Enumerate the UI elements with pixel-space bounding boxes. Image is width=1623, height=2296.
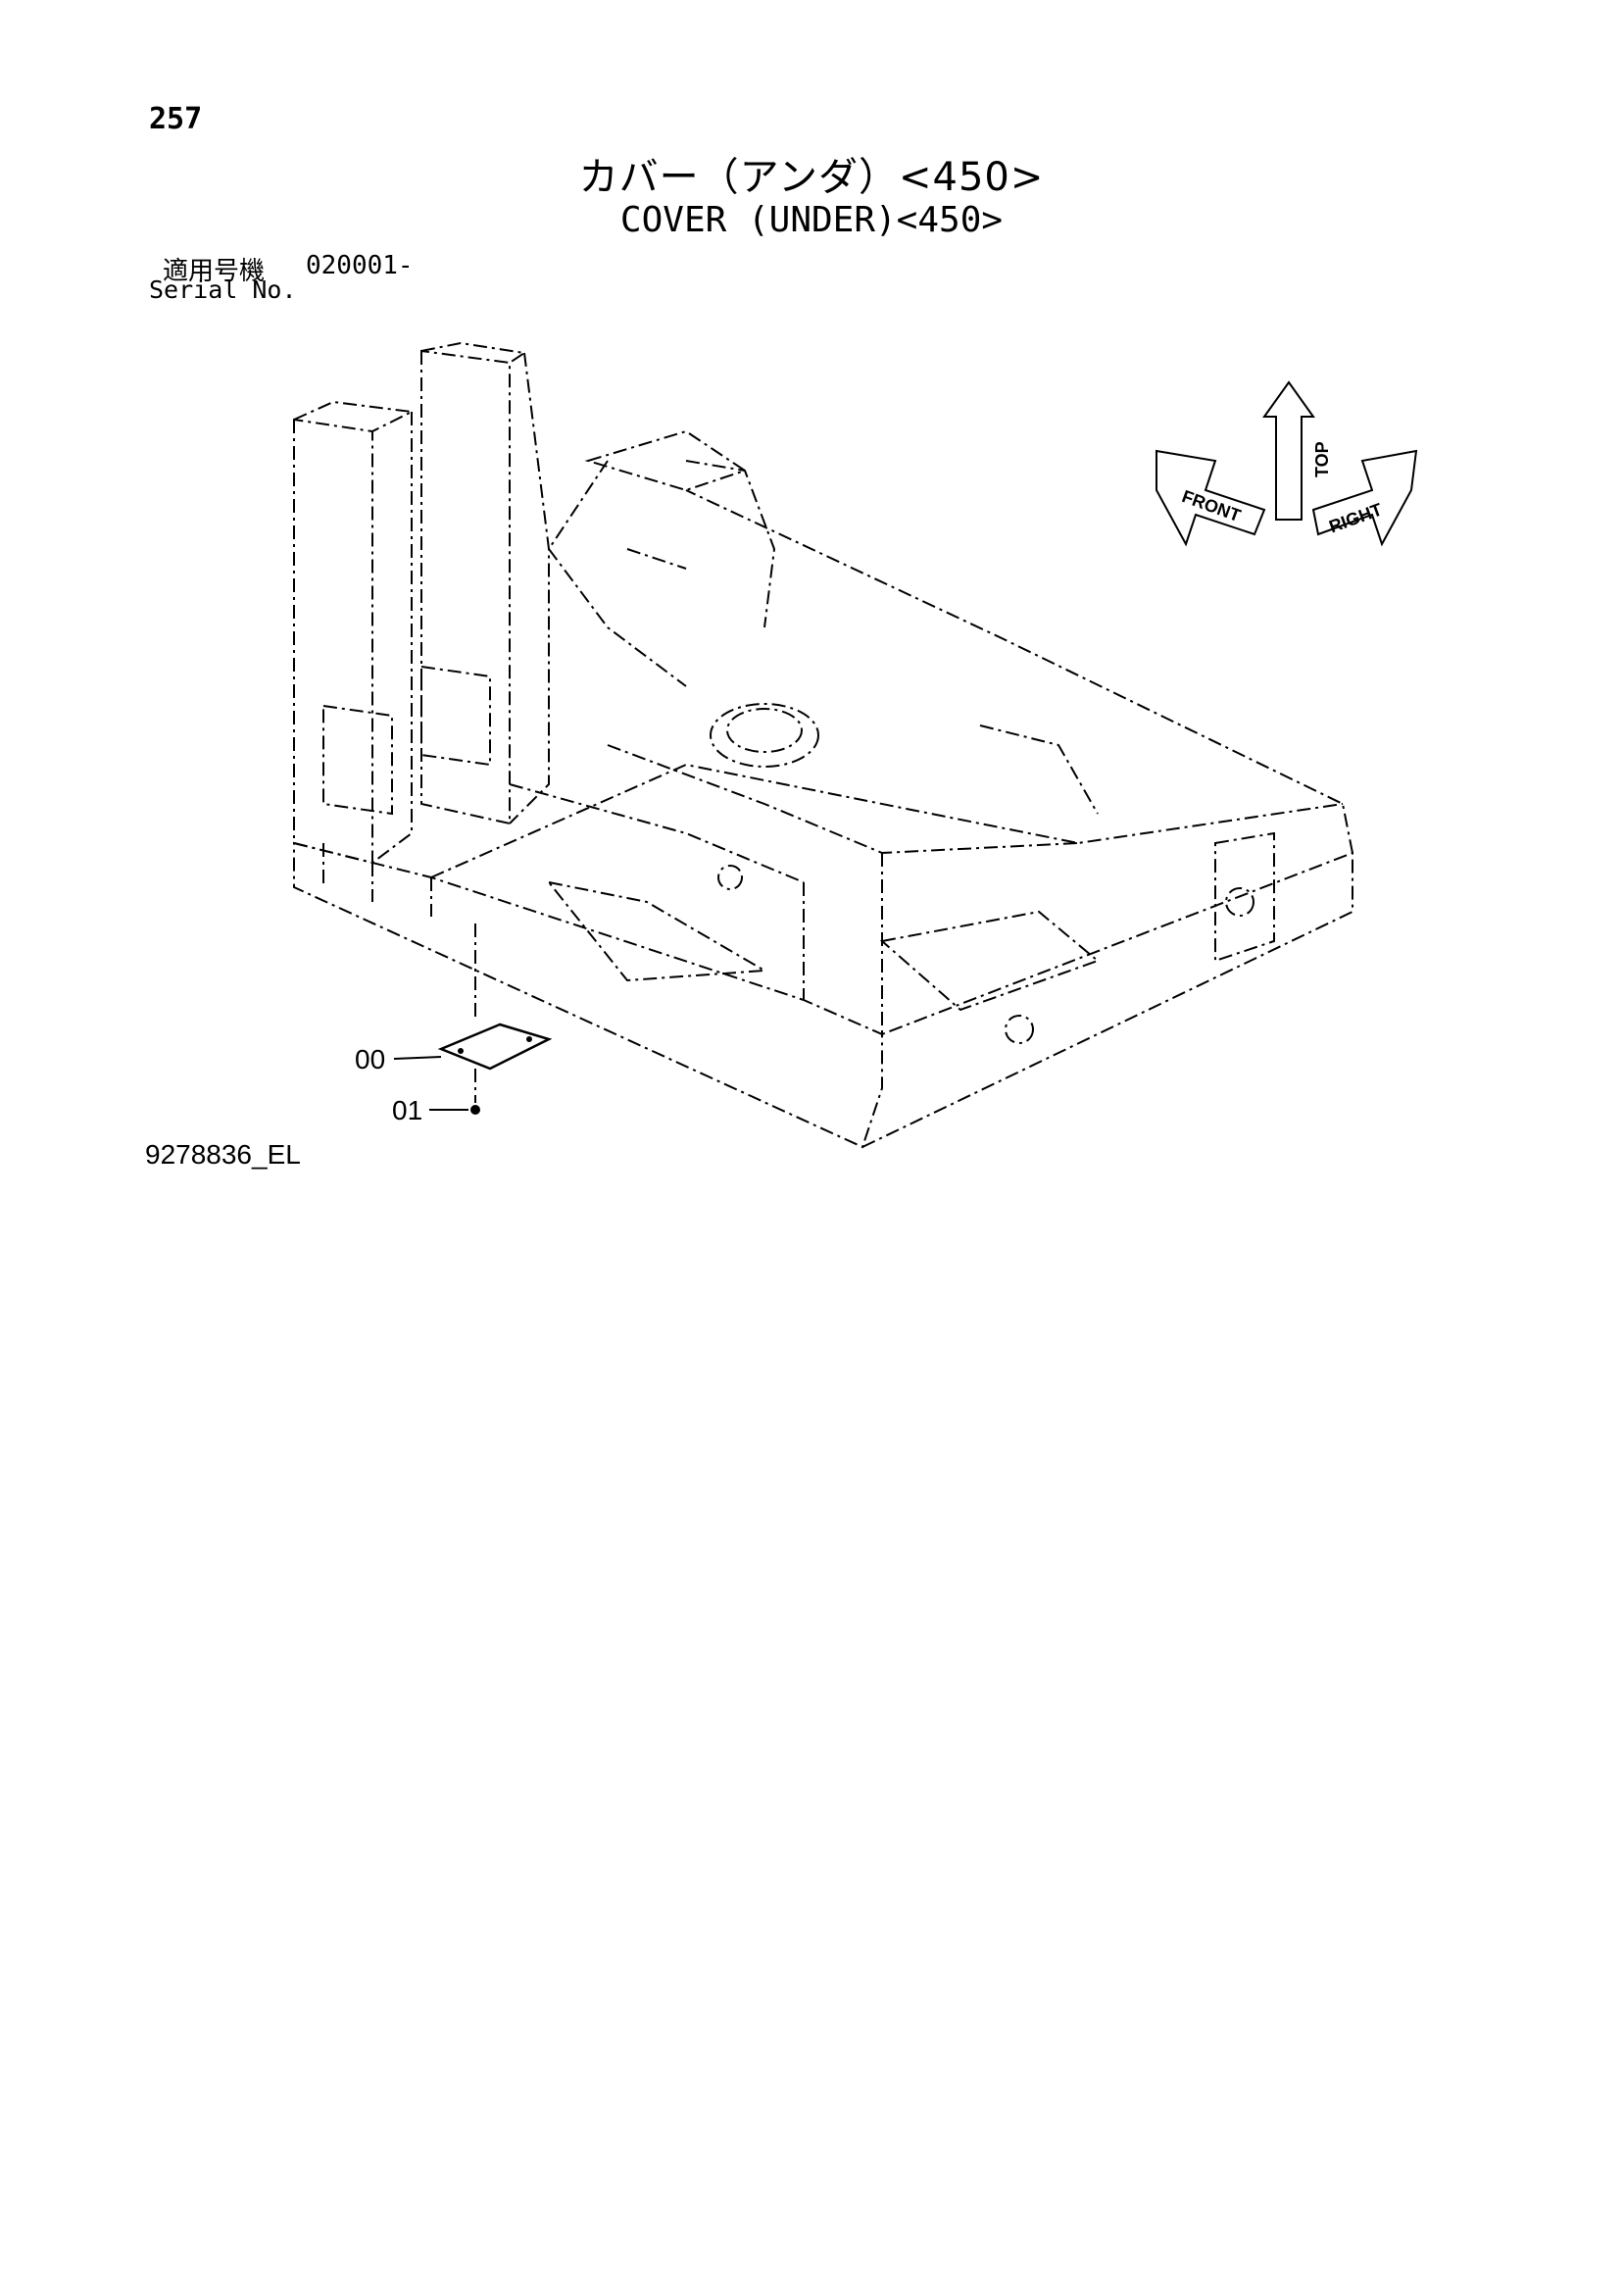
- orientation-indicator: [1156, 380, 1418, 547]
- serial-number-value: 020001-: [306, 251, 414, 280]
- upper-frame-outline: [293, 341, 1353, 1149]
- callout-label-01: 01: [392, 1095, 422, 1125]
- top-arrow-icon: [1262, 380, 1315, 521]
- under-cover-part: [437, 923, 553, 1115]
- serial-label-japanese: 適用号機: [163, 257, 266, 286]
- page-title-japanese: カバー（アンダ）<450>: [578, 155, 1045, 200]
- front-arrow-icon: [1156, 449, 1266, 547]
- page-title-english: COVER (UNDER)<450>: [619, 200, 1004, 240]
- callout-label-00: 00: [355, 1044, 385, 1074]
- page-number: 257: [149, 102, 203, 136]
- callout-leaders: [393, 1056, 468, 1111]
- orientation-top-label: TOP: [1312, 441, 1332, 477]
- right-arrow-icon: [1311, 449, 1418, 547]
- drawing-id: 9278836_EL: [145, 1139, 301, 1170]
- serial-label-english: Serial No.: [149, 275, 297, 304]
